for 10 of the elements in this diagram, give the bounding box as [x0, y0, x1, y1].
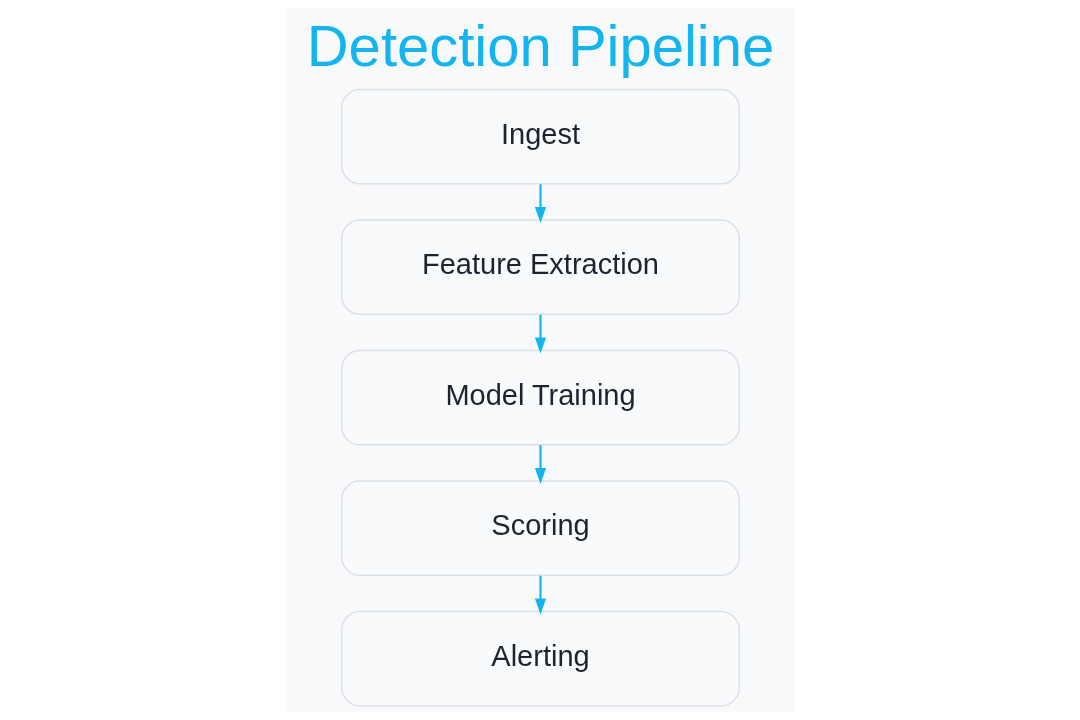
- arrow: [534, 184, 546, 224]
- node-box: Scoring: [340, 480, 740, 577]
- arrow: [534, 314, 546, 354]
- arrow: [534, 575, 546, 615]
- node-box: Alerting: [340, 610, 740, 707]
- arrow: [534, 445, 546, 485]
- node-box: Ingest: [340, 88, 740, 185]
- diagram-title: Detection Pipeline: [306, 13, 774, 79]
- node-box: Model Training: [340, 349, 740, 446]
- node-box: Feature Extraction: [340, 219, 740, 316]
